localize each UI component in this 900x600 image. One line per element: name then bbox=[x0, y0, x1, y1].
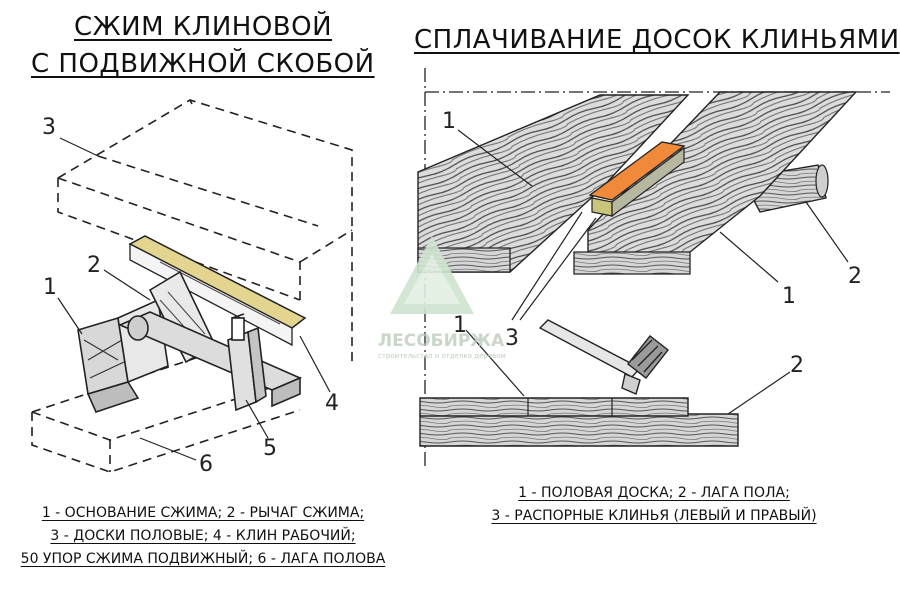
left-leader-lines bbox=[57, 137, 331, 461]
right-label-2a: 2 bbox=[848, 264, 862, 289]
left-title-line2: С ПОДВИЖНОЙ СКОБОЙ bbox=[31, 49, 375, 79]
hammer-icon bbox=[538, 319, 669, 395]
left-caption-line1: 1 - ОСНОВАНИЕ СЖИМА; 2 - РЫЧАГ СЖИМА; bbox=[41, 505, 365, 521]
right-label-2b: 2 bbox=[790, 353, 804, 378]
spreading-wedge-orange bbox=[588, 141, 686, 201]
right-labels: 1 1 2 3 1 2 bbox=[442, 109, 862, 378]
right-label-3: 3 bbox=[505, 326, 519, 351]
left-labels: 3 2 1 4 5 6 bbox=[42, 115, 339, 477]
left-caption-line2: 3 - ДОСКИ ПОЛОВЫЕ; 4 - КЛИН РАБОЧИЙ; bbox=[50, 528, 356, 544]
left-title-line1: СЖИМ КЛИНОВОЙ bbox=[74, 12, 333, 42]
watermark-subtitle: строительство и отделка деревом bbox=[378, 352, 506, 360]
watermark-name: ЛЕСОБИРЖА bbox=[378, 331, 505, 351]
left-label-1: 1 bbox=[43, 275, 57, 300]
right-leader-lines bbox=[457, 129, 849, 415]
right-caption-line1: 1 - ПОЛОВАЯ ДОСКА; 2 - ЛАГА ПОЛА; bbox=[518, 485, 790, 501]
right-label-1b: 1 bbox=[782, 284, 796, 309]
left-label-6: 6 bbox=[199, 452, 213, 477]
left-label-4: 4 bbox=[325, 391, 339, 416]
left-label-3: 3 bbox=[42, 115, 56, 140]
joist-bottom bbox=[419, 413, 739, 447]
right-label-1a: 1 bbox=[442, 109, 456, 134]
left-label-5: 5 bbox=[263, 436, 277, 461]
movable-stop bbox=[227, 313, 267, 412]
right-title: СПЛАЧИВАНИЕ ДОСОК КЛИНЬЯМИ bbox=[414, 25, 900, 55]
left-caption-line3: 50 УПОР СЖИМА ПОДВИЖНЫЙ; 6 - ЛАГА ПОЛОВА bbox=[20, 551, 386, 567]
left-label-2: 2 bbox=[87, 253, 101, 278]
lesobirzha-watermark: ЛЕСОБИРЖА строительство и отделка дерево… bbox=[378, 236, 506, 360]
right-label-1c: 1 bbox=[453, 313, 467, 338]
left-clamp-diagram bbox=[31, 99, 353, 473]
right-boards-diagram bbox=[417, 68, 890, 470]
spreading-wedge-side bbox=[611, 146, 685, 218]
right-caption-line2: 3 - РАСПОРНЫЕ КЛИНЬЯ (ЛЕВЫЙ И ПРАВЫЙ) bbox=[491, 508, 817, 524]
floor-board-bottom bbox=[419, 397, 689, 417]
floor-boards-dashed bbox=[57, 99, 353, 365]
